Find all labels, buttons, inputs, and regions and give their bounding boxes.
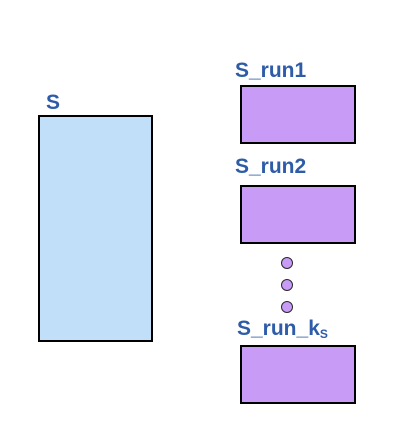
ellipsis-dot-3 [281, 301, 293, 313]
s-label: S [46, 91, 61, 114]
ellipsis-dot-1 [281, 257, 293, 269]
s-rectangle [38, 115, 153, 342]
s-run2-rectangle [240, 185, 356, 244]
s-run-k-rectangle [240, 345, 356, 404]
s-run1-rectangle [240, 85, 356, 144]
s-run1-label: S_run1 [235, 59, 307, 82]
s-run-k-subscript: S [319, 327, 328, 341]
ellipsis-dot-2 [281, 279, 293, 291]
s-run-k-label-text: S_run_k [237, 317, 320, 340]
s-run-k-label: S_run_kS [237, 318, 328, 340]
s-run2-label: S_run2 [235, 155, 307, 178]
